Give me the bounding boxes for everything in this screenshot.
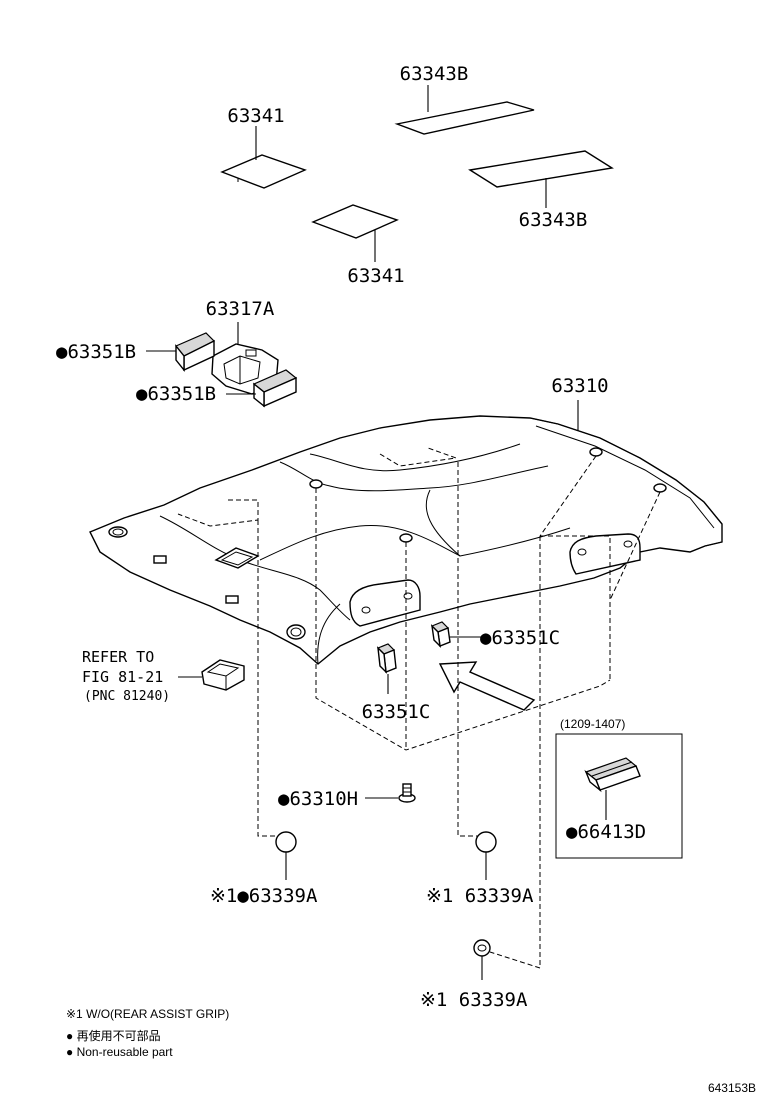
label-63343b-top: 63343B xyxy=(400,63,469,85)
guide-roof-center xyxy=(379,447,457,467)
clip-63351c-right xyxy=(430,621,482,648)
label-63317a: 63317A xyxy=(206,298,275,320)
guide-main-box xyxy=(315,488,611,751)
note-non-reusable-en: ● Non-reusable part xyxy=(66,1045,173,1059)
label-63339a-bottom: ※1 63339A xyxy=(420,989,528,1011)
spacer-63351b-1 xyxy=(146,332,216,372)
refer-line-1: REFER TO xyxy=(82,648,154,666)
guide-rear-hole xyxy=(539,455,597,537)
guide-rear-hole-2 xyxy=(609,491,661,601)
label-63339a-mid: ※1 63339A xyxy=(426,885,534,907)
inset-date-range: (1209-1407) xyxy=(560,717,625,731)
clip-63351c-left xyxy=(376,643,397,694)
figure-id: 643153B xyxy=(708,1081,756,1095)
guide-cap-mid xyxy=(457,462,484,837)
note-rear-assist-grip: ※1 W/O(REAR ASSIST GRIP) xyxy=(66,1007,229,1021)
note-non-reusable-jp: ● 再使用不可部品 xyxy=(66,1028,161,1043)
inset-box xyxy=(555,733,683,859)
label-63339a-left: ※1●63339A xyxy=(210,885,318,907)
label-66413d: ●66413D xyxy=(566,821,646,843)
label-63351c-left: 63351C xyxy=(362,701,431,723)
label-63310h: ●63310H xyxy=(278,788,358,810)
label-63343b-right: 63343B xyxy=(519,209,588,231)
refer-line-2: FIG 81-21 xyxy=(82,668,163,686)
label-63351b-2: ●63351B xyxy=(136,383,216,405)
cover-66413d xyxy=(584,757,641,820)
label-63310: 63310 xyxy=(551,375,608,397)
label-63351c-right: ●63351C xyxy=(480,627,560,649)
pad-63341-bottom xyxy=(311,204,399,262)
cap-63339a-mid xyxy=(475,831,497,880)
guide-cap-left xyxy=(257,520,284,837)
cap-63339a-left xyxy=(275,831,297,880)
view-direction-arrow xyxy=(438,661,536,711)
label-63341-top: 63341 xyxy=(227,105,284,127)
cap-63339a-bottom xyxy=(473,939,491,980)
refer-line-3: (PNC 81240) xyxy=(84,689,170,704)
map-lamp-81240 xyxy=(178,659,245,691)
pad-63341-top xyxy=(220,126,307,189)
spacer-63351b-2 xyxy=(226,369,298,408)
headliner-63310 xyxy=(89,415,723,665)
label-63341-bottom: 63341 xyxy=(347,265,404,287)
guide-cap-bottom xyxy=(489,536,541,969)
pad-63343b-top xyxy=(394,85,535,135)
pad-63343b-right xyxy=(468,150,614,208)
label-63351b-1: ●63351B xyxy=(56,341,136,363)
screw-63310h xyxy=(365,783,416,803)
